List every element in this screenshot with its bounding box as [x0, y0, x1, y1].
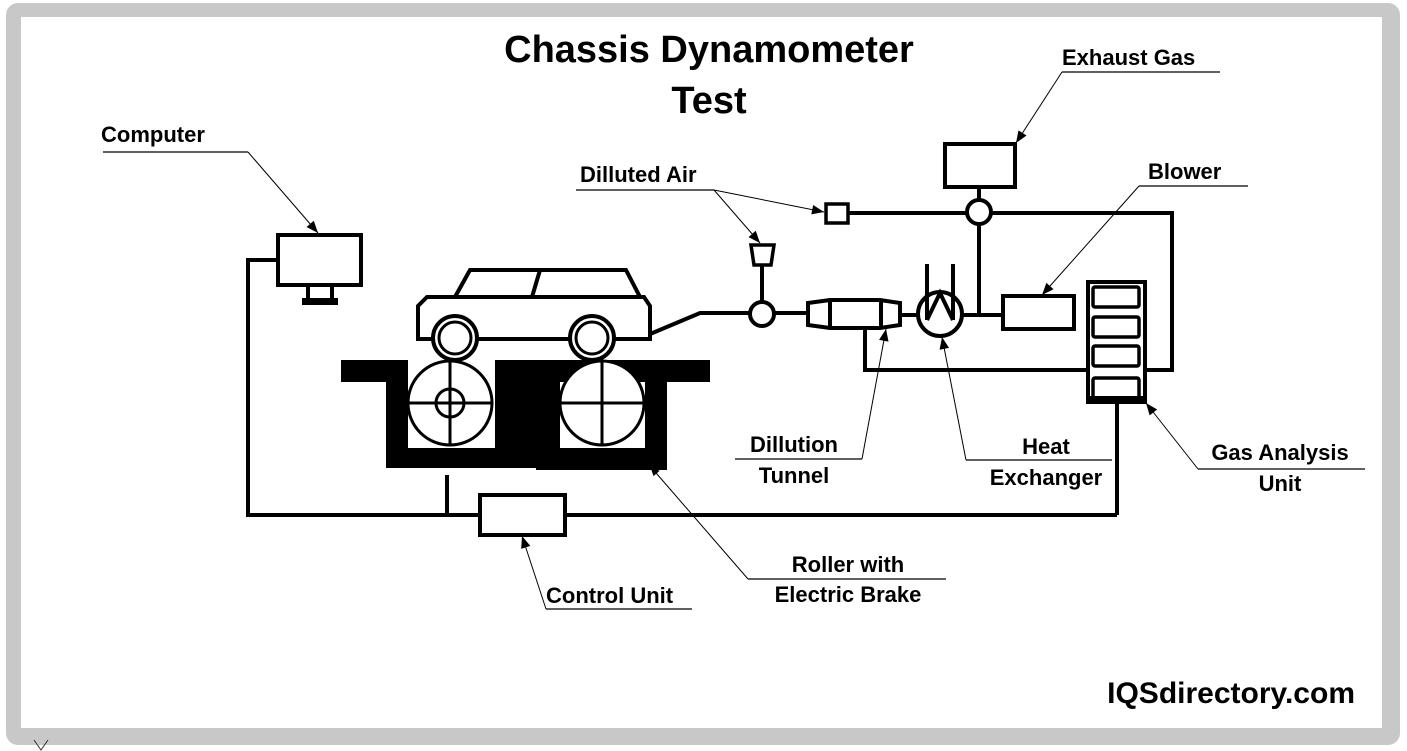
- label-blower: Blower: [1148, 159, 1222, 184]
- front-roller: [406, 359, 494, 447]
- rear-roller: [558, 359, 646, 447]
- label-gas-analysis-1: Gas Analysis: [1211, 440, 1348, 465]
- label-dilution-tunnel-2: Tunnel: [759, 463, 829, 488]
- exhaust-junction: [965, 198, 993, 226]
- leader-dilluted-air-1: [713, 189, 761, 244]
- label-roller-1: Roller with: [792, 552, 904, 577]
- leader-exhaust-gas: [1015, 71, 1063, 144]
- wiring: [246, 187, 1174, 517]
- leader-computer: [247, 151, 319, 234]
- computer-monitor: [276, 233, 363, 305]
- label-dilluted-air: Dilluted Air: [580, 162, 697, 187]
- label-control-unit: Control Unit: [546, 583, 674, 608]
- leader-roller: [649, 465, 749, 580]
- leader-heat-exchanger: [939, 336, 967, 461]
- corner-mark-icon: [33, 739, 49, 751]
- label-heat-exchanger-2: Exchanger: [990, 465, 1103, 490]
- exhaust-gas-box: [943, 142, 1017, 189]
- leader-dilution-tunnel: [861, 328, 889, 460]
- leader-control-unit: [521, 535, 547, 610]
- label-gas-analysis-2: Unit: [1259, 471, 1302, 496]
- heat-exchanger: [916, 264, 964, 338]
- dilution-tunnel: [806, 298, 902, 330]
- blower-box: [1001, 294, 1076, 331]
- dilluted-air-inlet: [748, 243, 777, 267]
- label-exhaust-gas: Exhaust Gas: [1062, 45, 1195, 70]
- control-unit-box: [478, 493, 567, 537]
- brand-watermark: IQSdirectory.com: [1107, 677, 1355, 710]
- title-line-2: Test: [671, 80, 747, 122]
- gas-analysis-unit: [1086, 280, 1147, 404]
- label-dilution-tunnel-1: Dillution: [750, 432, 838, 457]
- label-heat-exchanger-1: Heat: [1022, 434, 1070, 459]
- title-line-1: Chassis Dynamometer: [504, 29, 914, 71]
- car-rear-wheel: [568, 314, 616, 362]
- label-computer: Computer: [101, 122, 205, 147]
- car-front-wheel: [431, 314, 479, 362]
- leader-dilluted-air-2: [713, 189, 825, 215]
- leader-gas-analysis: [1145, 402, 1199, 470]
- mixing-junction: [748, 300, 776, 328]
- leader-blower: [1041, 185, 1140, 296]
- car: [416, 268, 652, 362]
- roller-pit: [341, 360, 710, 470]
- label-roller-2: Electric Brake: [775, 582, 922, 607]
- dilluted-air-valve: [824, 202, 850, 225]
